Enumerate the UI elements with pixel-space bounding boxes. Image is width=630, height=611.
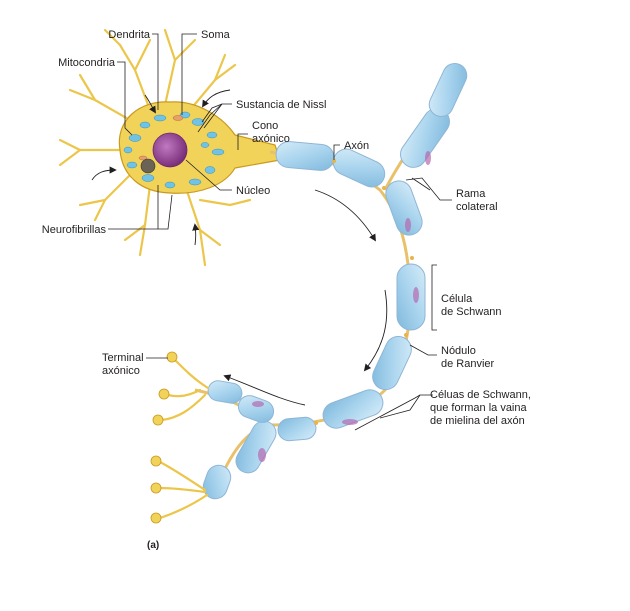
schwann-nuclei (252, 151, 431, 462)
leader-lines (108, 33, 452, 431)
panel-label: (a) (147, 540, 159, 551)
label-sustancia-nissl: Sustancia de Nissl (236, 99, 327, 111)
label-celulas-schwann-line2: que forman la vaina (430, 402, 527, 414)
nodes-of-ranvier (314, 159, 414, 425)
mitochondria (138, 115, 184, 161)
flow-arrows (91, 89, 388, 406)
nucleus-shape (152, 132, 188, 168)
label-celulas-schwann-line1: Céluas de Schwann, (430, 389, 531, 401)
label-soma: Soma (201, 29, 231, 41)
label-celula-schwann-line1: Célula (441, 293, 473, 305)
label-neurofibrillas: Neurofibrillas (42, 224, 107, 236)
label-terminal-axonico-line1: Terminal (102, 352, 144, 364)
nucleolus-shape (140, 158, 156, 174)
label-cono-axonico-line2: axónico (252, 133, 290, 145)
label-nucleo: Núcleo (236, 185, 270, 197)
label-dendrita: Dendrita (108, 29, 150, 41)
label-axon: Axón (344, 140, 369, 152)
label-celulas-schwann-line3: de mielina del axón (430, 415, 525, 427)
label-nodulo-ranvier-line1: Nódulo (441, 345, 476, 357)
myelin-sheath (202, 62, 468, 500)
label-mitocondria: Mitocondria (58, 57, 116, 69)
dendrites (58, 28, 252, 267)
label-nodulo-ranvier-line2: de Ranvier (441, 358, 495, 370)
label-terminal-axonico-line2: axónico (102, 365, 140, 377)
label-celula-schwann-line2: de Schwann (441, 306, 502, 318)
soma-body (118, 101, 281, 194)
label-cono-axonico-line1: Cono (252, 120, 278, 132)
label-rama-colateral-line2: colateral (456, 201, 498, 213)
nissl-substance (123, 111, 225, 189)
label-rama-colateral-line1: Rama (456, 188, 486, 200)
axon-terminals (150, 351, 210, 524)
